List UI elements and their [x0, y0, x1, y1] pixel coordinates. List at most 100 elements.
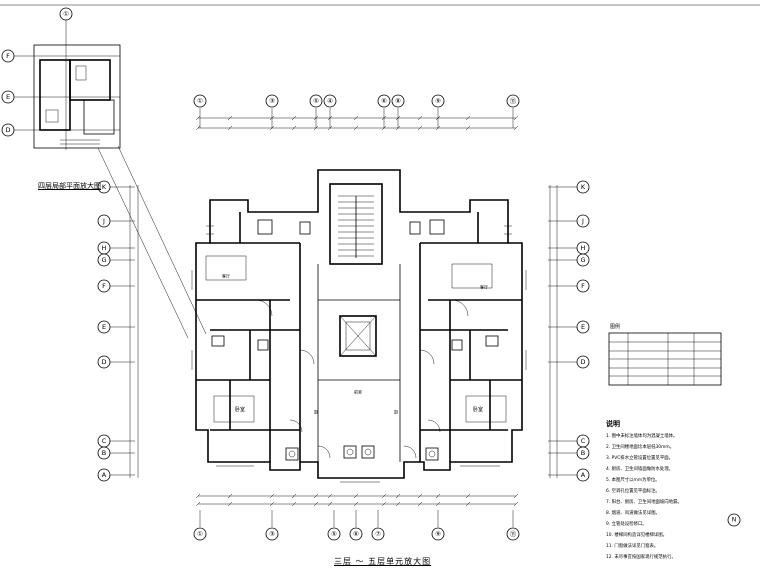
door-swing: [317, 445, 331, 459]
right-row-bubble-label: A: [581, 471, 586, 479]
general-notes: 1. 图中未标注墙体均为混凝土墙体。2. 卫生间楼地面比本层低30mm。3. P…: [606, 431, 756, 563]
drain: [364, 448, 372, 456]
bed: [465, 395, 507, 423]
bottom-axis-bubble: [371, 527, 385, 541]
dim-tick: [327, 493, 333, 499]
top-axis-bubble: [391, 94, 405, 108]
room-label: 卧室: [473, 406, 483, 413]
dim-tick: [381, 501, 387, 507]
detail-top-bubble-label: ①: [63, 10, 69, 18]
door-swing: [427, 419, 441, 433]
dim-tick: [327, 115, 333, 121]
bed: [451, 263, 493, 289]
dim-tick: [353, 125, 359, 131]
right-row-bubble-label: E: [581, 323, 585, 331]
top-axis-bubble-label: ⑤: [313, 97, 319, 105]
left-row-bubble-label: F: [102, 282, 106, 290]
dim-tick: [395, 115, 401, 121]
detail-leader: [117, 145, 207, 335]
dim-tick: [195, 493, 201, 499]
detail-fixture: [45, 109, 59, 123]
sink: [343, 445, 357, 459]
top-axis-bubble: [193, 94, 207, 108]
detail-frame: [33, 44, 121, 149]
detail-row-bubble-label: F: [6, 52, 10, 60]
dim-tick: [417, 501, 423, 507]
door-swing: [289, 419, 303, 433]
dim-tick: [313, 493, 319, 499]
dim-tick: [195, 501, 201, 507]
room-label: 卧室: [235, 406, 245, 413]
dim-tick: [465, 493, 471, 499]
drain: [346, 448, 354, 456]
detail-row-bubble-label: D: [5, 126, 10, 134]
detail-room: [39, 59, 71, 131]
dim-tick: [435, 493, 441, 499]
top-axis-bubble: [377, 94, 391, 108]
right-row-bubble-label: B: [581, 449, 585, 457]
dim-tick: [313, 501, 319, 507]
room-label: 客厅: [480, 284, 488, 290]
left-row-bubble-label: K: [102, 183, 107, 191]
legend-title: 图例: [610, 323, 620, 330]
fixture: [257, 339, 269, 351]
dim-tick: [513, 493, 519, 499]
detail-row-bubble-label: E: [6, 93, 10, 101]
door-swing: [403, 445, 417, 459]
note-line: 9. 立管处设检修口。: [606, 522, 647, 527]
drain: [288, 450, 296, 458]
bottom-axis-bubble-label: ⑨: [435, 530, 441, 538]
dim-tick: [195, 115, 201, 121]
fixture: [299, 221, 311, 235]
right-row-bubble-label: F: [581, 282, 585, 290]
building-outline: [195, 169, 523, 479]
dim-tick: [353, 501, 359, 507]
dim-tick: [327, 125, 333, 131]
dim-tick: [465, 501, 471, 507]
elevator-car: [345, 321, 371, 351]
top-axis-bubble: [506, 94, 520, 108]
door-swing: [299, 349, 315, 365]
bed: [213, 395, 255, 423]
fixture: [409, 221, 421, 235]
room-label: 厨: [394, 409, 398, 415]
bottom-axis-bubble-label: ①: [197, 530, 203, 538]
bottom-axis-bubble: [349, 527, 363, 541]
top-axis-bubble-label: ⑨: [435, 97, 441, 105]
dim-tick: [417, 125, 423, 131]
dim-tick: [465, 125, 471, 131]
fixture: [429, 219, 445, 235]
dim-tick: [435, 115, 441, 121]
notes-title: 说明: [606, 420, 620, 428]
note-line: 4. 厨房、卫生间墙面做防水处理。: [606, 467, 674, 472]
dim-tick: [291, 493, 297, 499]
top-axis-bubble: [431, 94, 445, 108]
fixture: [485, 335, 499, 347]
bottom-axis-bubble: [265, 527, 279, 541]
top-axis-bubble-label: ①: [197, 97, 203, 105]
north-arrow: [727, 513, 741, 527]
dim-tick: [269, 493, 275, 499]
detail-fixture: [75, 65, 87, 81]
top-axis-bubble: [265, 94, 279, 108]
dim-tick: [395, 493, 401, 499]
right-row-bubble-label: G: [580, 256, 585, 264]
top-axis-bubble-label: ⑥: [381, 97, 387, 105]
note-line: 10. 楼梯间构造详见楼梯详图。: [606, 533, 668, 538]
fixture: [211, 335, 225, 347]
dim-tick: [269, 125, 275, 131]
dim-tick: [465, 115, 471, 121]
top-axis-bubble-label: ④: [327, 97, 333, 105]
bottom-axis-bubble-label: ③: [269, 530, 275, 538]
dim-tick: [513, 115, 519, 121]
detail-room: [83, 99, 115, 135]
left-row-bubble-label: G: [101, 256, 106, 264]
right-row-bubble-label: J: [581, 217, 584, 225]
top-axis-bubble-label: ③: [269, 97, 275, 105]
dim-tick: [227, 115, 233, 121]
top-axis-bubble-label: ⑧: [395, 97, 401, 105]
drain: [428, 450, 436, 458]
bottom-axis-bubble: [431, 527, 445, 541]
dim-tick: [381, 125, 387, 131]
